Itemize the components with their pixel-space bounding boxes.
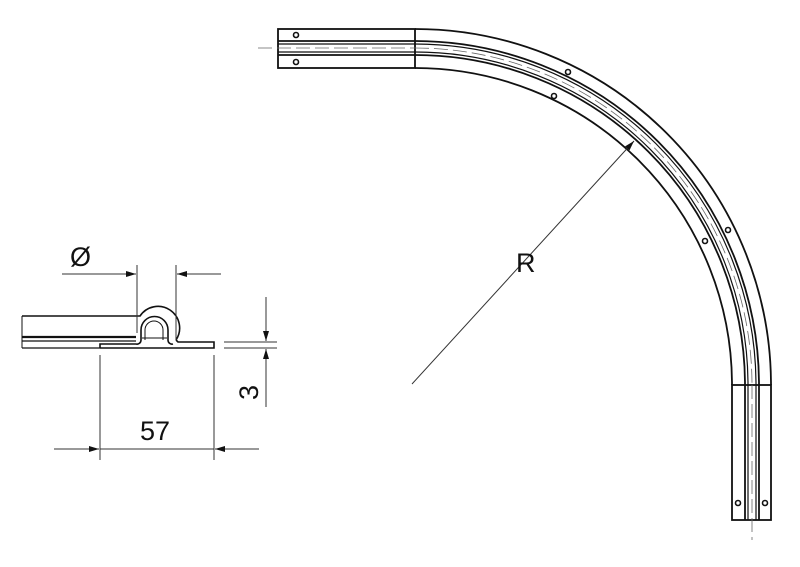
hole-icon (564, 68, 572, 76)
mounting-holes (292, 31, 769, 507)
curved-rail (258, 28, 772, 540)
diameter-label: Ø (70, 242, 91, 272)
hole-icon (734, 499, 742, 507)
width-dimension (54, 355, 259, 460)
hole-icon (292, 58, 300, 66)
thickness-label: 3 (234, 385, 264, 400)
hole-icon (761, 499, 769, 507)
hole-icon (724, 226, 732, 234)
thickness-dimension (224, 297, 277, 407)
width-label: 57 (140, 416, 170, 446)
hole-icon (292, 31, 300, 39)
profile-section (21, 305, 215, 349)
radius-label: R (516, 248, 536, 278)
diameter-dimension (62, 265, 221, 340)
hole-icon (550, 92, 558, 100)
hole-icon (701, 237, 709, 245)
radius-dimension (411, 140, 635, 385)
